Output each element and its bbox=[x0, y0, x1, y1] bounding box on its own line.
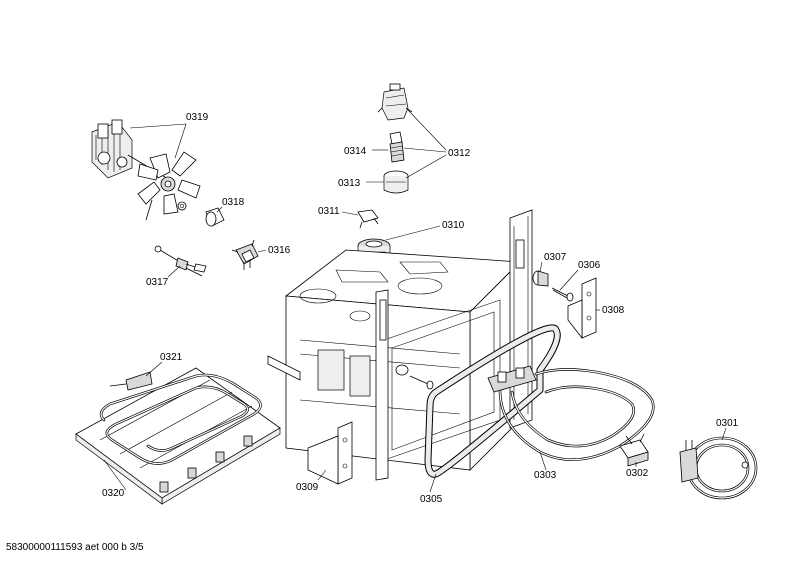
temperature-sensor-drawing bbox=[154, 245, 207, 277]
part-label-0305: 0305 bbox=[420, 494, 443, 505]
lamp-socket-drawing bbox=[383, 170, 409, 194]
switch-drawing bbox=[231, 239, 259, 270]
part-label-0307: 0307 bbox=[544, 252, 567, 263]
part-label-0301: 0301 bbox=[716, 418, 739, 429]
part-label-0303: 0303 bbox=[534, 470, 557, 481]
ring-element-drawing bbox=[679, 436, 758, 500]
part-label-0310: 0310 bbox=[442, 220, 465, 231]
part-label-0312: 0312 bbox=[448, 148, 471, 159]
bottom-element-drawing bbox=[99, 371, 262, 465]
screw-front-drawing bbox=[395, 364, 434, 390]
part-label-0314: 0314 bbox=[344, 146, 367, 157]
part-label-0316: 0316 bbox=[268, 245, 291, 256]
lamp-bushing-drawing bbox=[532, 270, 549, 287]
clip-drawing bbox=[357, 209, 379, 229]
part-label-0311: 0311 bbox=[318, 206, 340, 217]
spacer-sleeve-drawing bbox=[205, 207, 225, 227]
part-label-0309: 0309 bbox=[296, 482, 319, 493]
oven-cavity-drawing bbox=[267, 209, 533, 481]
part-labels: 0319 0314 0312 0313 0318 0311 0310 0316 … bbox=[102, 112, 739, 505]
grill-element-drawing bbox=[487, 365, 655, 461]
screw-drawing bbox=[551, 287, 574, 302]
part-label-0319: 0319 bbox=[186, 112, 209, 123]
part-label-0302: 0302 bbox=[626, 468, 649, 479]
part-label-0306: 0306 bbox=[578, 260, 601, 271]
right-bracket-drawing bbox=[567, 277, 597, 340]
fan-motor-drawing bbox=[91, 119, 171, 181]
lamp-cover-drawing bbox=[377, 83, 413, 121]
door-gasket-drawing bbox=[424, 324, 561, 478]
fan-blade-drawing bbox=[137, 151, 201, 221]
fan-nut-drawing bbox=[177, 201, 187, 211]
part-label-0320: 0320 bbox=[102, 488, 125, 499]
left-bracket-drawing bbox=[307, 421, 353, 485]
connector-block-drawing bbox=[619, 433, 649, 467]
part-label-0313: 0313 bbox=[338, 178, 361, 189]
part-label-0317: 0317 bbox=[146, 277, 169, 288]
part-label-0308: 0308 bbox=[602, 305, 625, 316]
part-label-0318: 0318 bbox=[222, 197, 245, 208]
document-id: 58300000111593 aet 000 b 3/5 bbox=[6, 542, 144, 553]
lamp-bulb-drawing bbox=[389, 131, 405, 163]
part-label-0321: 0321 bbox=[160, 352, 183, 363]
